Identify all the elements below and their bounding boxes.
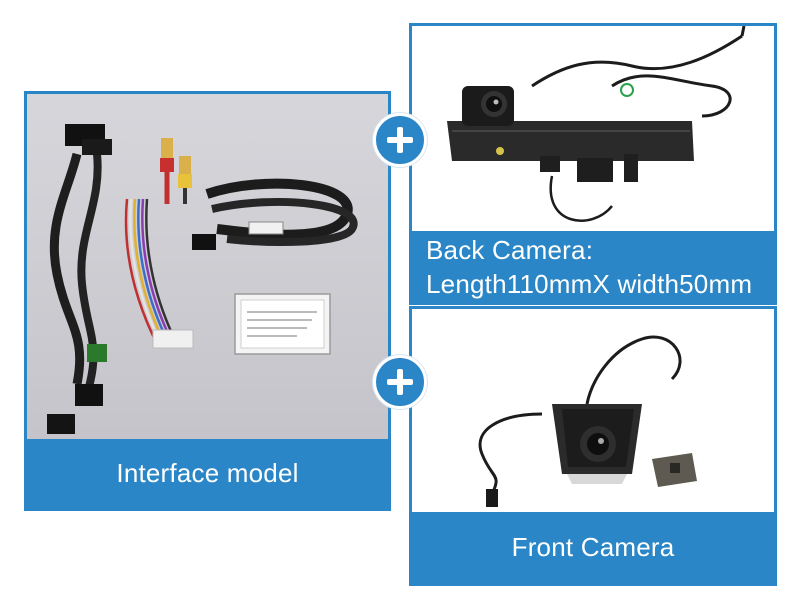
back-camera-caption-line2: Length110mmX width50mm (426, 268, 753, 299)
plus-icon-bottom (373, 355, 427, 409)
interface-caption: Interface model (27, 439, 388, 508)
front-camera-photo (412, 309, 774, 518)
plus-icon-top (373, 113, 427, 167)
interface-photo (27, 94, 388, 439)
front-camera-caption: Front Camera (412, 512, 774, 583)
back-camera-photo (412, 26, 774, 237)
back-camera-caption-line1: Back Camera: (426, 234, 594, 265)
interface-caption-text: Interface model (116, 458, 299, 488)
back-camera-caption: Back Camera: Length110mmX width50mm (412, 231, 774, 302)
back-camera-panel: Back Camera: Length110mmX width50mm (409, 23, 777, 305)
front-camera-panel: Front Camera (409, 306, 777, 586)
front-camera-caption-text: Front Camera (511, 532, 675, 562)
interface-panel: Interface model (24, 91, 391, 511)
